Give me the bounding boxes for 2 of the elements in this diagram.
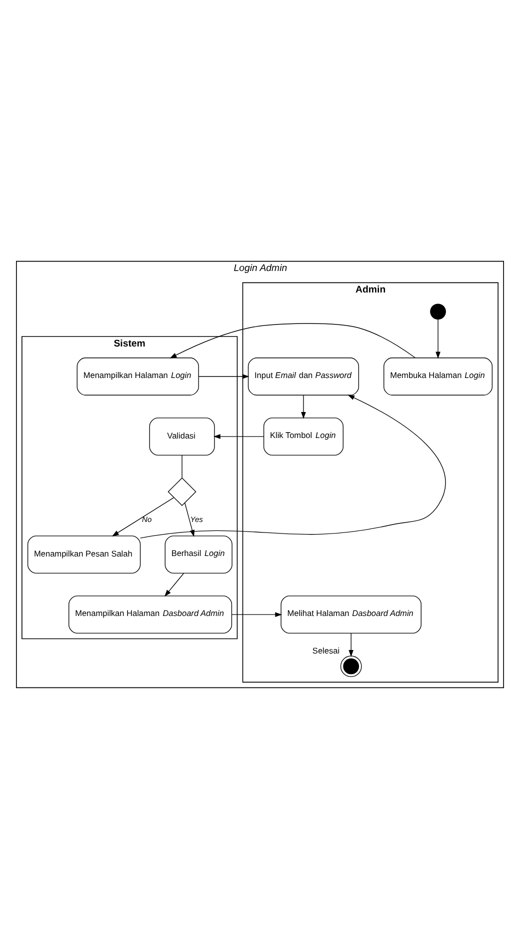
edge-label: No <box>142 514 152 524</box>
edge-label: Yes <box>190 514 203 524</box>
